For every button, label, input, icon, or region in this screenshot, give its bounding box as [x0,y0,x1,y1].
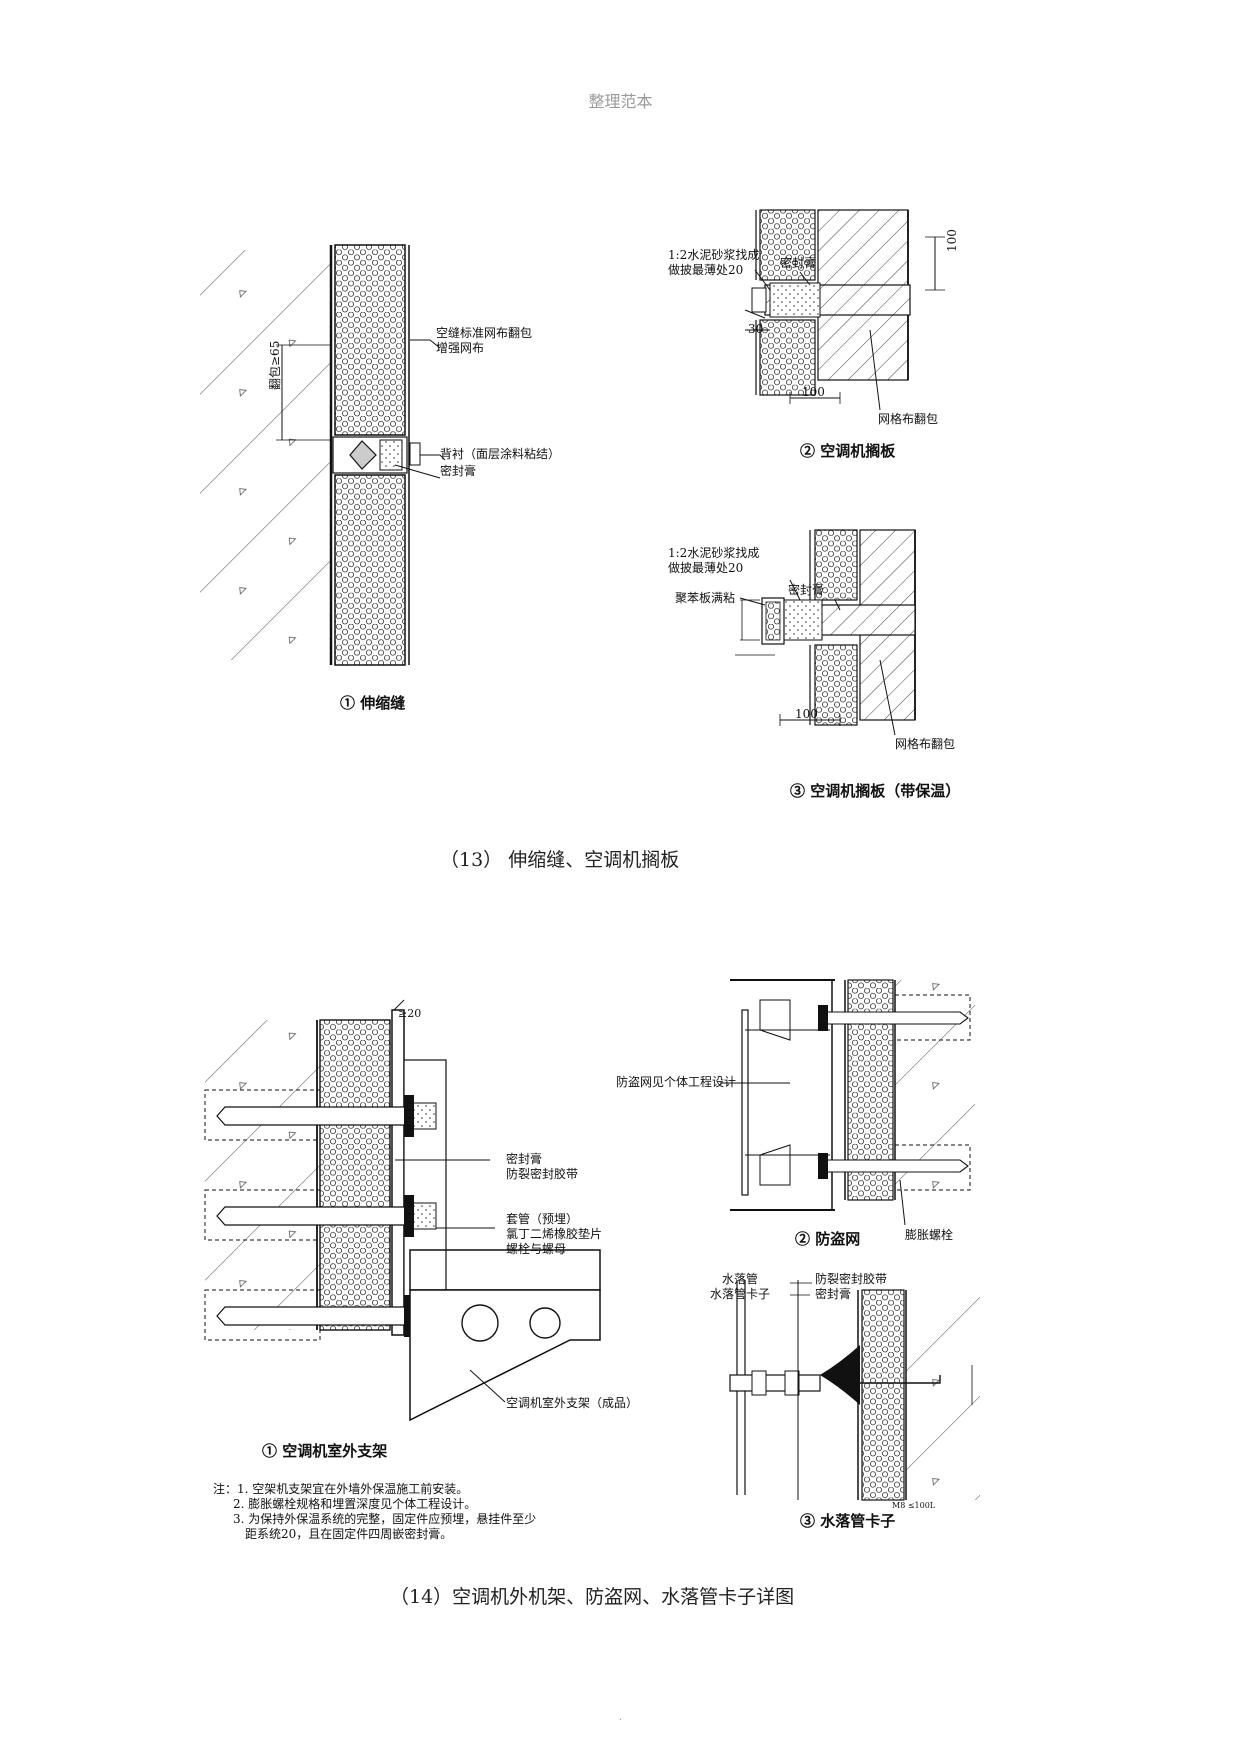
label-small-spec: M8 ≤100L [892,1501,936,1510]
note-3: 3. 为保持外保温系统的完整，固定件应预埋，悬挂件至少 [233,1512,537,1526]
label-tape-14: 防裂密封胶带 [506,1167,579,1181]
label-backer: 背衬（面层涂料粘结） [440,447,561,461]
anti-theft-net-drawing [720,979,975,1226]
ac-shelf-insulated-drawing [735,529,916,736]
dim-100-horizontal-3: 100 [795,707,818,721]
ac-shelf-drawing [744,209,945,411]
detail-title-downpipe-clip: ③ 水落管卡子 [800,1512,896,1530]
label-mesh-wrap-3: 网格布翻包 [895,737,956,751]
label-mesh-wrap-2: 网格布翻包 [878,412,939,426]
detail-title-ac-shelf: ② 空调机搁板 [800,442,896,460]
label-bracket: 空调机室外支架（成品） [506,1396,639,1410]
label-reinforce-mesh: 增强网布 [436,341,485,355]
label-mortar-line1: 1:2水泥砂浆找成 [668,248,760,262]
detail-title-anti-theft-net: ② 防盗网 [795,1230,861,1248]
dim-30: 30 [748,322,764,336]
label-mortar-line2: 做披最薄处20 [668,263,744,277]
dim-100-horizontal: 100 [802,385,825,399]
dim-100-vertical: 100 [945,229,959,252]
section-13-caption: （13） 伸缩缝、空调机搁板 [440,849,680,871]
label-expansion-anchor: 膨胀螺栓 [905,1228,954,1242]
label-mortar-line2-3: 做披最薄处20 [668,561,744,575]
expansion-joint-drawing [200,244,446,666]
dim-min-20: ≥20 [398,1007,422,1020]
note-4: 距系统20，且在固定件四周嵌密封膏。 [245,1527,453,1541]
label-sealant: 密封膏 [440,464,477,478]
page-header: 整理范本 [588,92,653,111]
downpipe-clip-drawing [729,1280,980,1501]
label-sealant-2: 密封膏 [780,256,817,270]
dim-wrap: 翻包≥65 [268,340,282,390]
label-sleeve: 套管（预埋） [506,1212,579,1226]
page-footer: . [618,1712,623,1723]
label-board: 聚苯板满粘 [675,591,736,605]
note-2: 2. 膨胀螺栓规格和埋置深度见个体工程设计。 [233,1497,477,1511]
label-tape-14-3: 防裂密封胶带 [815,1272,888,1286]
label-sealant-14: 密封膏 [506,1152,543,1166]
section-14-caption: （14）空调机外机架、防盗网、水落管卡子详图 [390,1586,795,1608]
label-mesh-wrap: 空缝标准网布翻包 [436,326,533,340]
label-downpipe-clip: 水落管卡子 [710,1287,771,1301]
label-anti-theft-net: 防盗网见个体工程设计 [616,1075,737,1089]
label-washer: 氯丁二烯橡胶垫片 [506,1227,603,1241]
label-sealant-14-3: 密封膏 [815,1287,852,1301]
label-sealant-3: 密封膏 [788,583,825,597]
note-1: 注：1. 空架机支架宜在外墙外保温施工前安装。 [213,1482,469,1496]
label-mortar-line1-3: 1:2水泥砂浆找成 [668,546,760,560]
label-bolt-nut: 螺栓与螺母 [506,1242,567,1256]
label-downpipe: 水落管 [722,1272,759,1286]
detail-title-expansion-joint: ① 伸缩缝 [340,694,406,712]
detail-title-ac-bracket: ① 空调机室外支架 [262,1442,388,1460]
ac-bracket-drawing [204,999,601,1422]
detail-title-ac-shelf-insulated: ③ 空调机搁板（带保温） [790,782,961,800]
